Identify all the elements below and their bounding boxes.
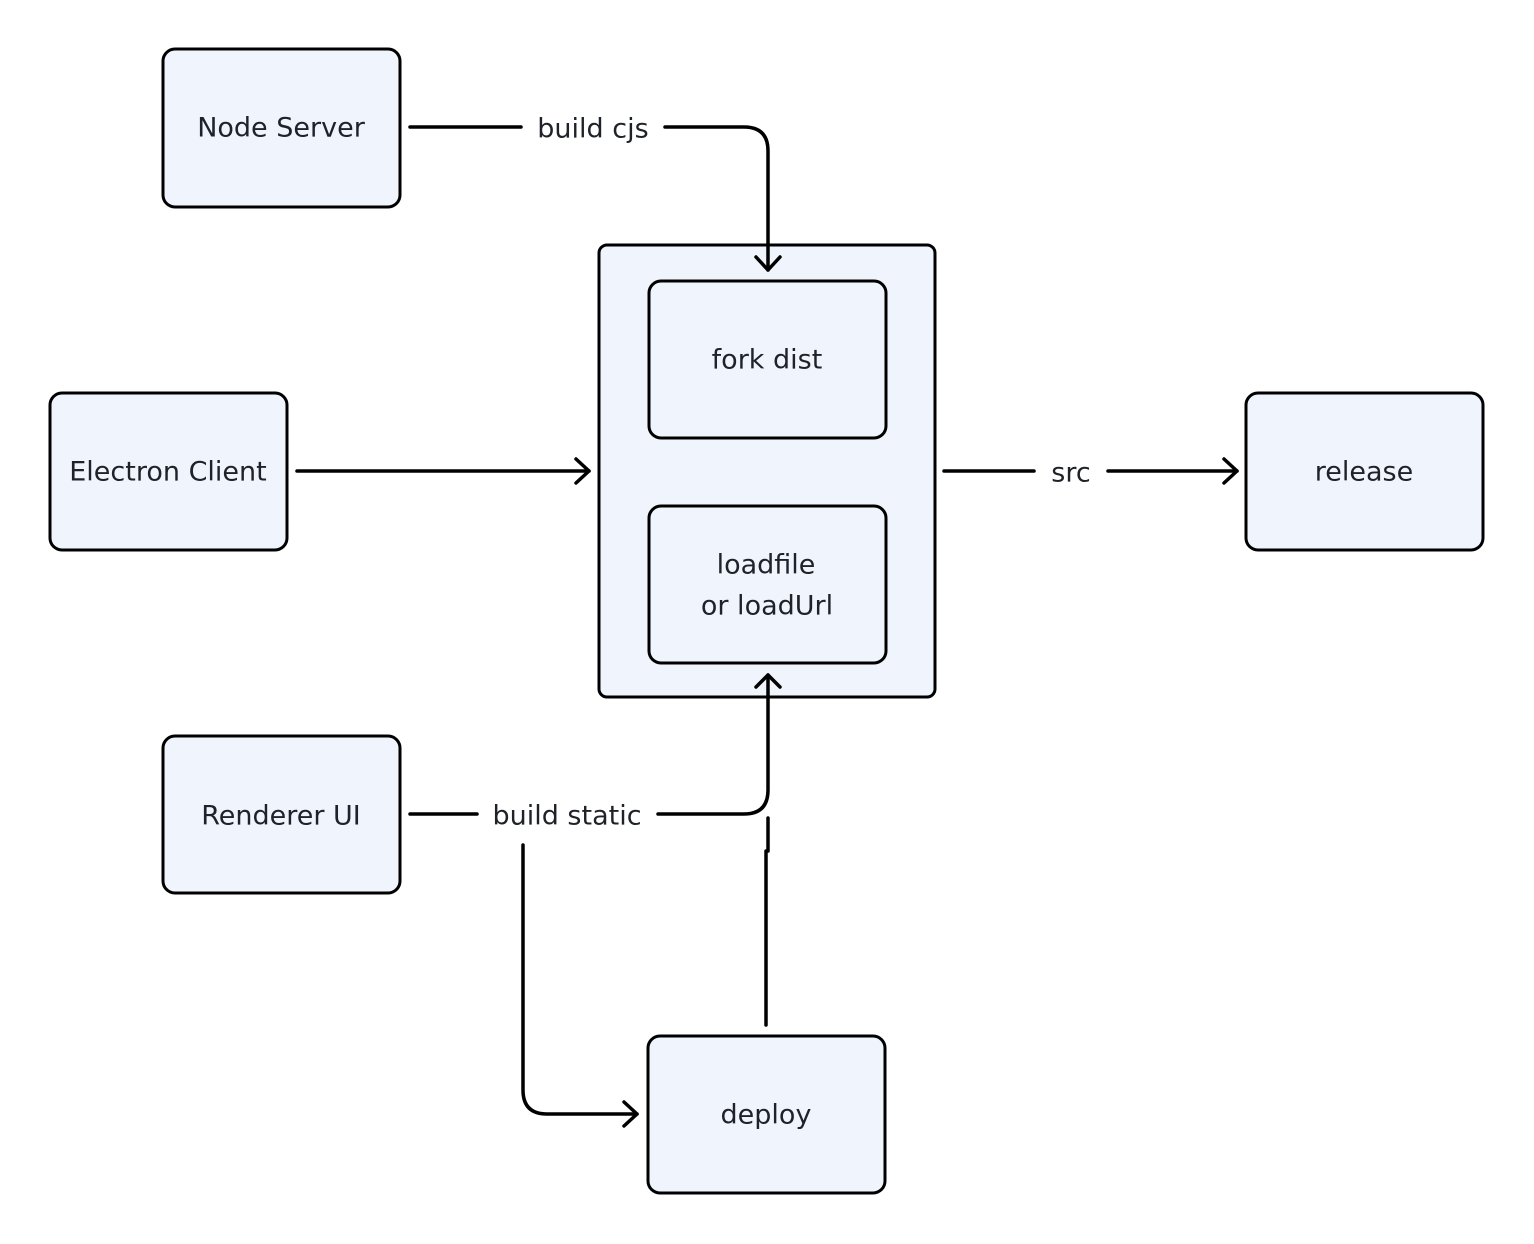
release-box: [1244, 391, 1485, 552]
renderer-ui-box: [161, 734, 402, 895]
arrowhead-src: [1222, 457, 1239, 485]
arrowhead-build-static: [754, 673, 782, 689]
deploy-box: [646, 1034, 887, 1195]
edge-label-src: src: [1051, 458, 1090, 489]
electron-client-box: [48, 391, 289, 552]
loadfile-label-line1: loadfile: [717, 550, 816, 581]
loadfile-box: [647, 504, 888, 665]
renderer-ui-label: Renderer UI: [201, 801, 361, 832]
arrowhead-to-deploy: [622, 1100, 639, 1128]
node-server-label: Node Server: [197, 113, 365, 144]
connector-build-cjs-right: [663, 125, 770, 272]
node-server-box: [161, 47, 402, 209]
release-label: release: [1315, 457, 1413, 488]
electron-client-label: Electron Client: [69, 457, 267, 488]
arrowhead-electron-client: [574, 457, 591, 485]
fork-dist-box: [647, 279, 888, 440]
edge-label-build-static: build static: [492, 801, 641, 832]
connector-build-static-right: [656, 673, 770, 816]
loadfile-label-line2: or loadUrl: [701, 591, 833, 622]
fork-dist-label: fork dist: [712, 345, 823, 376]
edge-label-build-cjs: build cjs: [537, 114, 648, 145]
connector-to-deploy: [521, 843, 639, 1116]
connector-deploy-up: [764, 816, 770, 1027]
arrowhead-build-cjs: [754, 255, 782, 272]
deploy-label: deploy: [721, 1100, 812, 1131]
